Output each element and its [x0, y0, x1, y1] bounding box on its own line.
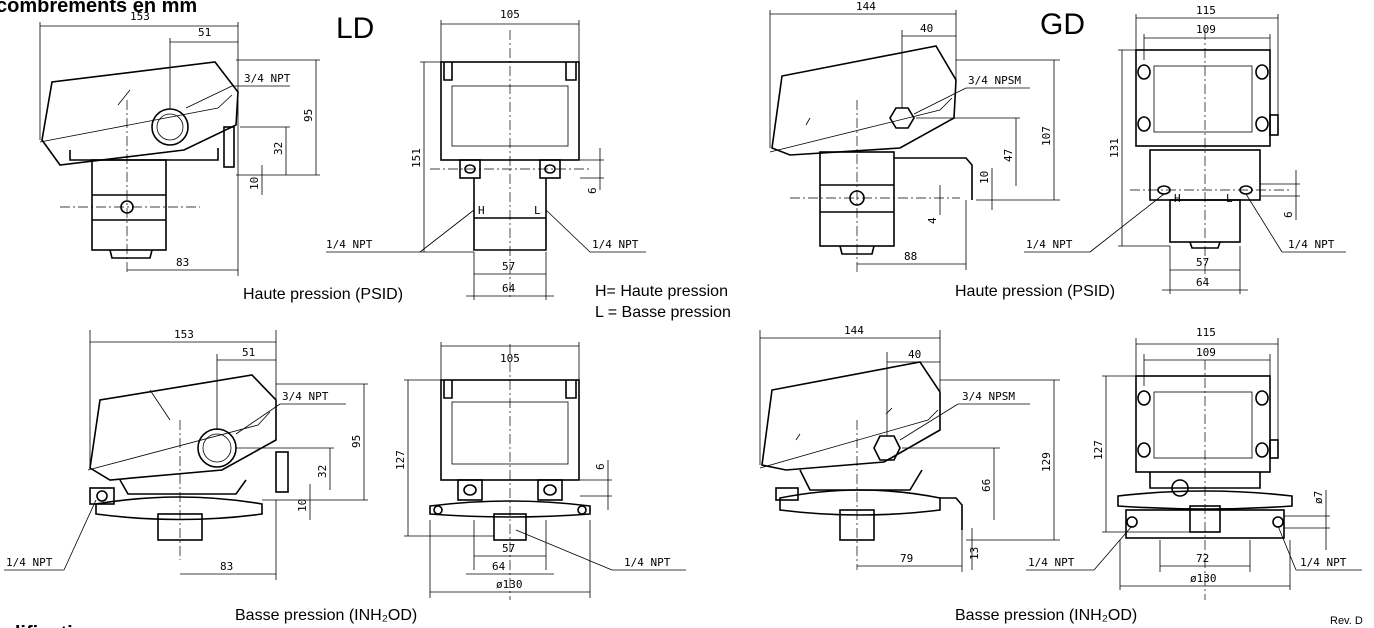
dim-gd-low-127: 127: [1092, 440, 1105, 460]
dim-gd-low-40: 40: [908, 348, 921, 361]
dim-ld-low-95: 95: [350, 435, 363, 448]
ld-high-side-view: 153 51 95 32 10 83 3/4 NPT: [39, 10, 320, 276]
label-ld-npt14-h: 1/4 NPT: [326, 238, 373, 251]
caption-ld-high: Haute pression (PSID): [243, 286, 403, 303]
label-ld-h: H: [478, 204, 485, 217]
dim-gd-low-130: ø130: [1190, 572, 1217, 585]
label-ld-low-npt14-r: 1/4 NPT: [624, 556, 671, 569]
label-gd-low-npt14-l: 1/4 NPT: [1028, 556, 1075, 569]
dim-gd-144: 144: [856, 0, 876, 13]
dim-gd-low-13: 13: [968, 547, 981, 560]
label-gd-h: H: [1174, 192, 1181, 205]
legend-l: L = Basse pression: [595, 304, 731, 321]
label-gd-npt14-l: 1/4 NPT: [1288, 238, 1335, 251]
label-gd-low-npt14-r: 1/4 NPT: [1300, 556, 1347, 569]
caption-gd-low: Basse pression (INH₂OD): [955, 607, 1137, 624]
dim-gd-6: 6: [1282, 211, 1295, 218]
ld-low-side-view: 153 51 95 32 10 83 3/4 NPT 1/4 NPT: [4, 328, 368, 580]
label-gd-npsm34: 3/4 NPSM: [968, 74, 1021, 87]
dim-ld-low-51: 51: [242, 346, 255, 359]
dim-ld-57: 57: [502, 260, 515, 273]
dim-ld-low-105: 105: [500, 352, 520, 365]
dim-gd-109: 109: [1196, 23, 1216, 36]
dim-gd-low-66: 66: [980, 479, 993, 492]
gd-high-side-view: 144 40 107 47 10 4 88 3/4 NPSM: [769, 0, 1060, 275]
dim-ld-low-130: ø130: [496, 578, 523, 591]
ld-low-front-view: 105 127 6 57 64 ø130 1/4 NPT: [394, 342, 686, 600]
footer-title: odification: [0, 623, 97, 628]
dim-gd-57: 57: [1196, 256, 1209, 269]
dim-ld-low-32: 32: [316, 465, 329, 478]
label-ld-npt14-l: 1/4 NPT: [592, 238, 639, 251]
dim-ld-10: 10: [248, 177, 261, 190]
dim-ld-low-127: 127: [394, 450, 407, 470]
model-gd: GD: [1040, 8, 1085, 41]
dim-ld-32: 32: [272, 142, 285, 155]
dim-ld-105: 105: [500, 8, 520, 21]
dim-gd-88: 88: [904, 250, 917, 263]
revision-label: Rev. D: [1330, 615, 1363, 627]
dim-ld-low-57: 57: [502, 542, 515, 555]
dim-gd-low-72: 72: [1196, 552, 1209, 565]
caption-gd-high: Haute pression (PSID): [955, 283, 1115, 300]
dim-ld-64: 64: [502, 282, 516, 295]
dim-gd-low-129: 129: [1040, 452, 1053, 472]
model-ld: LD: [336, 12, 374, 45]
dim-gd-40: 40: [920, 22, 933, 35]
gd-low-side-view: 144 40 129 66 13 79 3/4 NPSM: [759, 324, 1060, 572]
label-ld-low-npt34: 3/4 NPT: [282, 390, 329, 403]
dim-ld-low-6: 6: [594, 463, 607, 470]
dim-gd-low-115: 115: [1196, 326, 1216, 339]
dim-ld-low-10: 10: [296, 499, 309, 512]
label-ld-low-npt14: 1/4 NPT: [6, 556, 53, 569]
dim-gd-47: 47: [1002, 149, 1015, 162]
dim-gd-107: 107: [1040, 126, 1053, 146]
label-gd-l: L: [1226, 192, 1233, 205]
dim-ld-low-64: 64: [492, 560, 506, 573]
dim-ld-151: 151: [410, 148, 423, 168]
dim-ld-low-83: 83: [220, 560, 233, 573]
gd-high-front-view: H L 115 109 131 6 57 64 1/4 NPT 1/4 NPT: [1024, 4, 1346, 294]
label-ld-l: L: [534, 204, 541, 217]
dim-gd-4: 4: [926, 217, 939, 224]
header-title: combrements en mm: [0, 0, 197, 17]
dim-gd-low-7: ø7: [1312, 491, 1325, 504]
dim-gd-115: 115: [1196, 4, 1216, 17]
ld-high-front-view: H L 105 151 6 57 64 1/4 NPT 1/4 NPT: [326, 8, 646, 300]
label-gd-npt14-h: 1/4 NPT: [1026, 238, 1073, 251]
label-ld-npt34: 3/4 NPT: [244, 72, 291, 85]
dim-gd-low-79: 79: [900, 552, 913, 565]
dim-ld-95: 95: [302, 109, 315, 122]
dim-ld-6: 6: [586, 187, 599, 194]
dim-gd-10: 10: [978, 171, 991, 184]
dim-ld-low-153: 153: [174, 328, 194, 341]
caption-ld-low: Basse pression (INH₂OD): [235, 607, 417, 624]
dim-ld-83: 83: [176, 256, 189, 269]
legend-h: H= Haute pression: [595, 283, 728, 300]
dim-gd-131: 131: [1108, 138, 1121, 158]
dim-ld-153: 153: [130, 10, 150, 23]
label-gd-low-npsm34: 3/4 NPSM: [962, 390, 1015, 403]
dim-gd-64: 64: [1196, 276, 1210, 289]
dim-ld-51: 51: [198, 26, 211, 39]
dim-gd-low-109: 109: [1196, 346, 1216, 359]
dim-gd-low-144: 144: [844, 324, 864, 337]
gd-low-front-view: 115 109 127 ø7 72 ø130 1/4 NPT 1/4 NPT: [1026, 326, 1362, 600]
